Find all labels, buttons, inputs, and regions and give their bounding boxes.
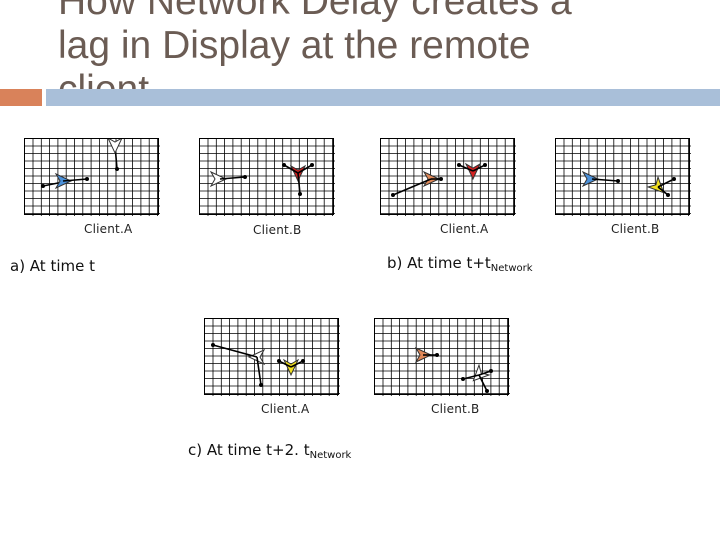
velocity-arrow [213,345,257,357]
arrow-head [457,163,461,167]
arrow-head [666,193,670,197]
arrow-head [310,163,314,167]
arrow-head [41,184,45,188]
arrow-head [672,177,676,181]
caption-a-text: a) At time t [10,257,95,275]
ship-icon [466,164,480,179]
caption-panel-c: c) At time t+2. tNetwork [188,441,351,461]
arrow-head [282,163,286,167]
arrow-head [391,193,395,197]
caption-panel-a: a) At time t [10,257,95,275]
arrow-head [439,177,443,181]
title-line-2: lag in Display at the remote [58,24,698,68]
arrow-head [489,369,493,373]
label-panel-b-client-a: Client.A [440,222,488,236]
label-panel-b-client-b: Client.B [611,222,659,236]
caption-panel-b: b) At time t+tNetwork [387,254,533,274]
grid-panel-a-client-b [199,138,334,215]
caption-c-text: c) At time t+2. t [188,441,310,459]
arrow-head [277,359,281,363]
arrow-head [115,167,119,171]
arrow-head [298,192,302,196]
caption-b-subscript: Network [491,263,533,274]
label-panel-c-client-a: Client.A [261,402,309,416]
accent-bar-blue [46,89,720,106]
arrow-head [461,377,465,381]
grid-panel-c-client-b [374,318,509,395]
arrow-head [485,389,489,393]
accent-bar-orange [0,89,42,106]
arrow-head [483,163,487,167]
arrow-head [243,175,247,179]
arrow-head [85,177,89,181]
arrow-head [259,383,263,387]
label-panel-c-client-b: Client.B [431,402,479,416]
grid-panel-b-client-b [555,138,690,215]
label-panel-a-client-a: Client.A [84,222,132,236]
grid-panel-a-client-a [24,138,159,215]
caption-c-subscript: Network [310,450,352,461]
caption-b-text: b) At time t+t [387,254,491,272]
arrow-head [435,353,439,357]
grid-panel-c-client-a [204,318,339,395]
grid-panel-b-client-a [380,138,515,215]
title-line-1: How Network Delay creates a [58,0,698,24]
arrow-head [211,343,215,347]
arrow-head [301,359,305,363]
label-panel-a-client-b: Client.B [253,223,301,237]
arrow-head [616,179,620,183]
velocity-arrow [393,179,431,195]
